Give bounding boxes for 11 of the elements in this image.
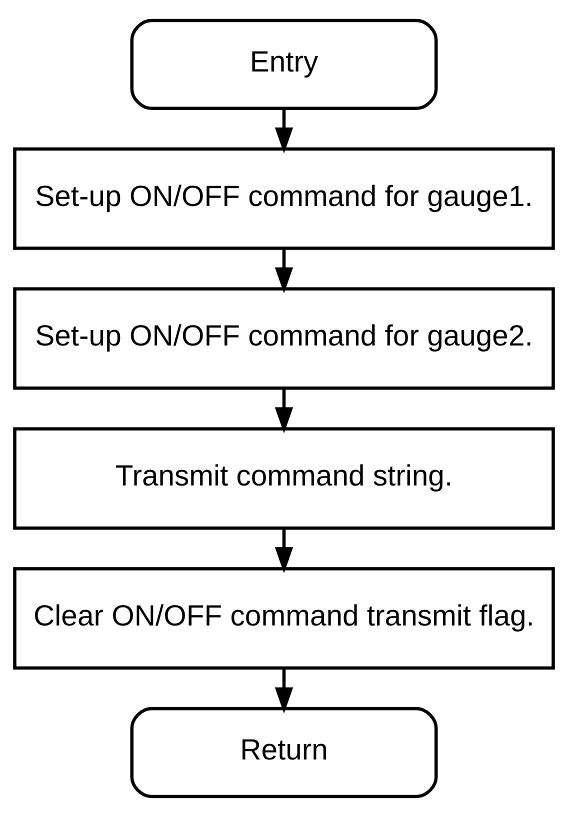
- node-box: Return: [130, 706, 438, 798]
- arrow: [274, 528, 294, 573]
- node-box: Transmit command string.: [13, 426, 555, 530]
- node-box: Entry: [130, 18, 438, 110]
- arrow: [274, 668, 294, 713]
- arrow: [274, 248, 294, 293]
- node-box: Set-up ON/OFF command for gauge2.: [13, 286, 555, 390]
- arrow: [274, 388, 294, 433]
- node-box: Set-up ON/OFF command for gauge1.: [13, 146, 555, 250]
- node-box: Clear ON/OFF command transmit flag.: [13, 566, 555, 670]
- arrow: [274, 108, 294, 154]
